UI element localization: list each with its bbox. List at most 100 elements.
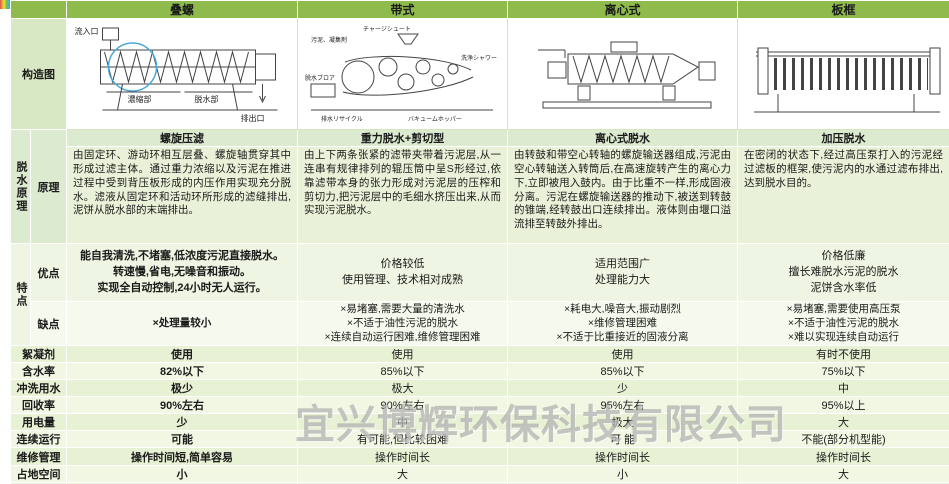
value-cell: 使用 bbox=[507, 345, 738, 364]
cons-line: ×易堵塞,需要大量的清洗水 bbox=[340, 303, 465, 315]
left-edge-strip bbox=[0, 0, 10, 484]
power-row: 用电量 少 中 极大 大 bbox=[10, 413, 949, 432]
cons-dieluo: ×处理量较小 bbox=[66, 300, 298, 347]
value-cell: 极少 bbox=[66, 379, 298, 398]
value-cell: 极大 bbox=[297, 379, 508, 398]
principle-dieluo: 由固定环、游动环相互层叠、螺旋轴贯穿其中形成过滤主体。通过重力浓缩以及污泥在推进… bbox=[66, 146, 298, 244]
value-cell: 中 bbox=[297, 413, 508, 432]
value-cell: 不能(部分机型能) bbox=[737, 430, 949, 449]
cons-line: ×难以实现连续自动运行 bbox=[787, 331, 900, 344]
wash-water-row: 冲洗用水 极少 极大 少 中 bbox=[10, 379, 949, 398]
principle-plateframe: 在密闭的状态下,经过高压泵打入的污泥经过滤板的框架,使污泥内的水通过滤布排出,达… bbox=[737, 146, 949, 244]
cons-line: ×不适于比重接近的固液分离 bbox=[556, 331, 689, 344]
diagram-label: 排水リサイクル bbox=[321, 115, 363, 123]
dewatering-comparison-table: 叠螺 带式 离心式 板框 构造图 流入口 bbox=[10, 0, 949, 484]
pros-dieluo: 能自我清洗,不堵塞,低浓度污泥直接脱水。 转速慢,省电,无噪音和振动。 实现全自… bbox=[66, 243, 298, 302]
belt-press-diagram: チャージシュート 污泥、凝集剤 脱水ブロア 排水リサイクル バキュームホッパー bbox=[305, 26, 497, 123]
value-cell: 85%以下 bbox=[297, 362, 508, 381]
value-cell: 有时不使用 bbox=[737, 345, 949, 364]
principle-type-centrifuge: 离心式脱水 bbox=[507, 129, 738, 147]
value-cell: 中 bbox=[737, 379, 949, 398]
row-label-principle-group: 脱水原理 bbox=[10, 129, 31, 244]
value-cell: 75%以下 bbox=[737, 362, 949, 381]
cons-line: ×处理量较小 bbox=[152, 317, 212, 330]
continuous-row: 连续运行 可能 有可能,但比较困难 可 能 不能(部分机型能) bbox=[10, 430, 949, 449]
value-cell: 使用 bbox=[297, 345, 508, 364]
diagram-label: バキュームホッパー bbox=[408, 116, 462, 123]
pros-line: 价格低廉 bbox=[821, 249, 866, 262]
value-cell: 极大 bbox=[507, 413, 738, 432]
pros-line: 转速慢,省电,无噪音和振动。 bbox=[112, 265, 252, 278]
pros-row: 特点 优点 能自我清洗,不堵塞,低浓度污泥直接脱水。 转速慢,省电,无噪音和振动… bbox=[10, 242, 949, 347]
pros-line: 泥饼含水率低 bbox=[810, 282, 877, 295]
moisture-row: 含水率 82%以下 85%以下 85%以下 75%以下 bbox=[10, 362, 949, 381]
screw-press-diagram: 流入口 濃縮部 脱水部 排出口 bbox=[74, 26, 277, 123]
principle-row: 由固定环、游动环相互层叠、螺旋轴贯穿其中形成过滤主体。通过重力浓缩以及污泥在推进… bbox=[11, 146, 949, 244]
pros-line: 擅长难脱水污泥的脱水 bbox=[788, 265, 899, 278]
value-cell: 使用 bbox=[66, 345, 298, 364]
cons-line: ×维修管理困难 bbox=[587, 317, 658, 330]
pros-plateframe: 价格低廉 擅长难脱水污泥的脱水 泥饼含水率低 bbox=[737, 243, 949, 302]
maintenance-row: 维修管理 操作时间短,简单容易 操作时间长 操作时间长 操作时间长 bbox=[10, 447, 949, 467]
row-label-feature-group: 特点 bbox=[10, 242, 31, 347]
row-label-pros: 优点 bbox=[30, 243, 67, 302]
plate-frame-diagram bbox=[753, 47, 940, 113]
principle-belt: 由上下两条张紧的滤带夹带着污泥层,从一连串有规律排列的辊压筒中呈S形经过,依靠滤… bbox=[297, 146, 508, 244]
value-cell: 85%以下 bbox=[507, 362, 738, 381]
space-row: 占地空间 小 大 小 大 bbox=[10, 465, 949, 484]
value-cell: 95%以上 bbox=[737, 396, 949, 415]
value-cell: 大 bbox=[737, 413, 949, 432]
row-label-wash: 冲洗用水 bbox=[10, 379, 67, 398]
diagram-cell-screw: 流入口 濃縮部 脱水部 排出口 bbox=[66, 18, 298, 130]
diagram-label: 濃縮部 bbox=[127, 94, 151, 104]
column-header-dieluo: 叠螺 bbox=[66, 0, 298, 19]
structure-diagram-row: 构造图 流入口 濃縮 bbox=[10, 18, 949, 130]
row-label-maintenance: 维修管理 bbox=[10, 447, 67, 467]
flocculant-row: 絮凝剂 使用 使用 使用 有时不使用 bbox=[10, 345, 949, 364]
diagram-label: 排出口 bbox=[240, 113, 264, 123]
row-label-continuous: 连续运行 bbox=[10, 430, 67, 449]
column-header-centrifuge: 离心式 bbox=[507, 0, 738, 19]
value-cell: 操作时间长 bbox=[297, 447, 508, 467]
pros-line: 价格较低 bbox=[380, 257, 425, 270]
pros-line: 适用范围广 bbox=[595, 257, 650, 270]
value-cell: 可 能 bbox=[507, 430, 738, 449]
cons-line: ×连续自动运行困难,维修管理困难 bbox=[324, 331, 481, 344]
value-cell: 大 bbox=[297, 465, 508, 484]
pros-line: 实现全自动控制,24小时无人运行。 bbox=[97, 282, 267, 295]
column-header-plateframe: 板框 bbox=[737, 0, 949, 19]
color-palette-artifact bbox=[0, 0, 13, 9]
value-cell: 82%以下 bbox=[66, 362, 298, 381]
diagram-cell-belt: チャージシュート 污泥、凝集剤 脱水ブロア 排水リサイクル バキュームホッパー bbox=[297, 18, 508, 130]
cons-plateframe: ×易堵塞,需要使用高压泵 ×不适于油性污泥的脱水 ×难以实现连续自动运行 bbox=[737, 300, 949, 347]
cons-line: ×易堵塞,需要使用高压泵 bbox=[786, 303, 901, 315]
diagram-cell-plateframe bbox=[737, 18, 949, 130]
value-cell: 小 bbox=[66, 465, 298, 484]
row-label-space: 占地空间 bbox=[10, 465, 67, 484]
noise-row: 机械噪音 极少 有 有 有 bbox=[10, 482, 949, 484]
table-header-row: 叠螺 带式 离心式 板框 bbox=[10, 0, 949, 19]
diagram-label: 污泥、凝集剤 bbox=[311, 36, 347, 44]
corner-cell bbox=[10, 0, 67, 19]
diagram-label: チャージシュート bbox=[363, 26, 411, 33]
value-cell: 95%左右 bbox=[507, 396, 738, 415]
value-cell: 有可能,但比较困难 bbox=[297, 430, 508, 449]
principle-type-plateframe: 加压脱水 bbox=[737, 129, 949, 147]
feature-group-label: 特点 bbox=[15, 281, 27, 308]
diagram-label: 流入口 bbox=[74, 26, 98, 36]
cons-line: ×耗电大,噪音大,振动剧烈 bbox=[564, 303, 681, 315]
recovery-row: 回收率 90%左右 90%左右 95%左右 95%以上 bbox=[10, 396, 949, 415]
value-cell: 少 bbox=[507, 379, 738, 398]
centrifuge-diagram bbox=[537, 41, 715, 109]
diagram-cell-centrifuge bbox=[507, 18, 738, 130]
pros-line: 使用管理、技术相对成熟 bbox=[342, 274, 463, 286]
column-header-belt: 带式 bbox=[297, 0, 508, 19]
row-label-principle: 原理 bbox=[30, 129, 67, 244]
principle-type-belt: 重力脱水+剪切型 bbox=[297, 129, 508, 147]
value-cell: 90%左右 bbox=[297, 396, 508, 415]
value-cell: 操作时间短,简单容易 bbox=[66, 447, 298, 467]
row-label-cons: 缺点 bbox=[30, 300, 67, 347]
pros-belt: 价格较低 使用管理、技术相对成熟 bbox=[297, 243, 508, 302]
pros-line: 能自我清洗,不堵塞,低浓度污泥直接脱水。 bbox=[79, 249, 285, 262]
principle-type-dieluo: 螺旋压滤 bbox=[66, 129, 298, 147]
